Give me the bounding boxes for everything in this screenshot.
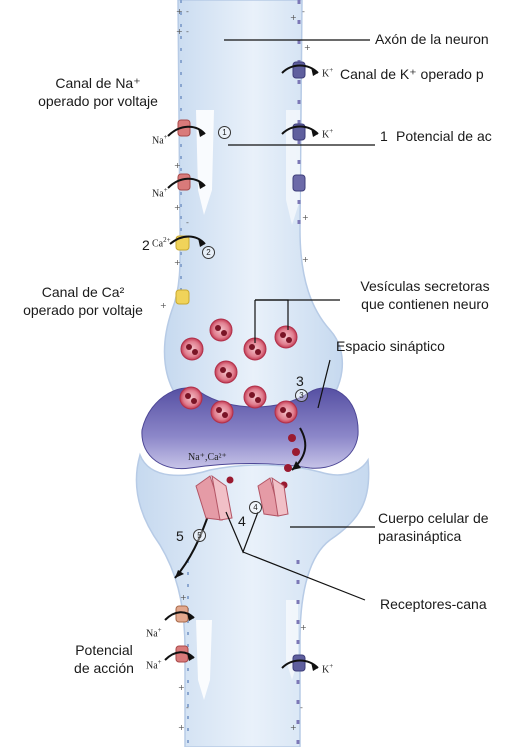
ion-ca: Ca2+ bbox=[152, 236, 171, 249]
svg-text:-: - bbox=[186, 218, 189, 227]
step-1-number: 1 bbox=[380, 128, 388, 144]
label-synaptic-space: Espacio sináptico bbox=[336, 338, 445, 355]
label-action-potential-top: Potencial de ac bbox=[396, 128, 492, 145]
circled-step-2: 2 bbox=[202, 246, 215, 259]
svg-text:+: + bbox=[302, 255, 309, 264]
svg-text:+: + bbox=[180, 593, 187, 602]
circled-step-3: 3 bbox=[295, 389, 308, 402]
step-3-number: 3 bbox=[296, 373, 304, 389]
ion-k-3: K+ bbox=[322, 662, 333, 675]
ca-channel-2 bbox=[176, 290, 189, 304]
label-vesicles-line2: que contienen neuro bbox=[345, 296, 505, 313]
na-channel-2 bbox=[178, 174, 190, 190]
svg-text:+: + bbox=[160, 301, 167, 310]
label-k-channel: Canal de K⁺ operado p bbox=[340, 66, 484, 83]
svg-text:+: + bbox=[174, 203, 181, 212]
svg-text:+: + bbox=[176, 27, 183, 36]
label-ca-channel-line2: operado por voltaje bbox=[8, 302, 158, 319]
ion-k-1: K+ bbox=[322, 66, 333, 79]
k-channel-1 bbox=[293, 62, 305, 78]
ion-na-2: Na+ bbox=[152, 186, 168, 199]
label-axon: Axón de la neuron bbox=[375, 31, 489, 48]
svg-text:+: + bbox=[178, 683, 185, 692]
k-channel-3 bbox=[293, 175, 305, 191]
label-cell-body-line2: parasináptica bbox=[378, 528, 461, 545]
svg-text:-: - bbox=[186, 703, 189, 712]
step-4-number: 4 bbox=[238, 513, 246, 529]
k-channel-4 bbox=[293, 655, 305, 671]
label-na-channel-line1: Canal de Na⁺ bbox=[24, 75, 172, 92]
circled-step-1: 1 bbox=[218, 126, 231, 139]
label-na-channel-line2: operado por voltaje bbox=[24, 93, 172, 110]
postsynaptic-cell bbox=[136, 455, 368, 747]
circled-step-4: 4 bbox=[249, 501, 262, 514]
ion-na-4: Na+ bbox=[146, 658, 162, 671]
circled-step-5: 5 bbox=[193, 529, 206, 542]
label-receptors: Receptores-cana bbox=[380, 596, 487, 613]
svg-text:+: + bbox=[304, 43, 311, 52]
svg-text:+: + bbox=[300, 623, 307, 632]
svg-text:+: + bbox=[176, 7, 183, 16]
svg-text:-: - bbox=[186, 27, 189, 36]
svg-text:+: + bbox=[290, 13, 297, 22]
ion-na-1: Na+ bbox=[152, 133, 168, 146]
svg-text:-: - bbox=[186, 7, 189, 16]
svg-text:+: + bbox=[302, 213, 309, 222]
label-action-potential-bottom-line1: Potencial bbox=[64, 642, 144, 659]
svg-text:+: + bbox=[174, 258, 181, 267]
label-cell-body-line1: Cuerpo celular de bbox=[378, 510, 489, 527]
step-2-number: 2 bbox=[142, 237, 150, 253]
svg-text:+: + bbox=[174, 161, 181, 170]
label-vesicles-line1: Vesículas secretoras bbox=[345, 278, 505, 295]
label-action-potential-bottom-line2: de acción bbox=[64, 660, 144, 677]
label-ca-channel-line1: Canal de Ca² bbox=[8, 284, 158, 301]
ion-na-3: Na+ bbox=[146, 626, 162, 639]
svg-text:-: - bbox=[300, 703, 303, 712]
ion-k-2: K+ bbox=[322, 127, 333, 140]
svg-text:-: - bbox=[302, 7, 305, 16]
step-5-number: 5 bbox=[176, 528, 184, 544]
ion-na-ca: Na⁺,Ca²⁺ bbox=[188, 452, 227, 463]
svg-text:+: + bbox=[290, 723, 297, 732]
svg-text:+: + bbox=[178, 723, 185, 732]
